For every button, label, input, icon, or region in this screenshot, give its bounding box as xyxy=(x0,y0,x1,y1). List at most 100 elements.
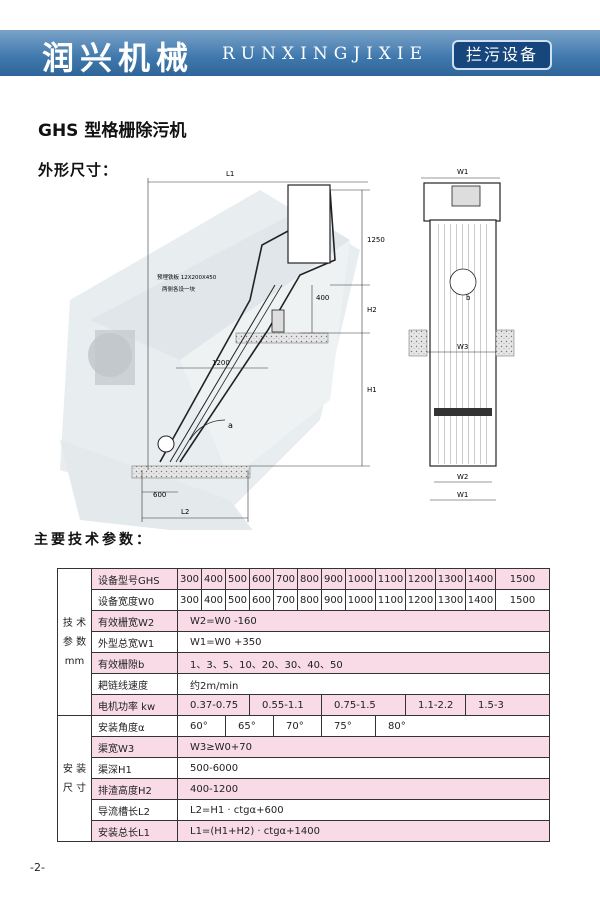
table-row-label: 电机功率 kw xyxy=(91,694,178,716)
table-row-label: 设备宽度W0 xyxy=(91,589,178,611)
ground-upper xyxy=(235,332,329,344)
table-cell: 300 xyxy=(177,568,202,590)
table-row: 电机功率 kw 0.37-0.75 0.55-1.1 0.75-1.5 1.1-… xyxy=(58,694,550,716)
table-row: 有效栅宽W2 W2=W0 -160 xyxy=(58,610,550,632)
table-cell: 1300 xyxy=(435,568,466,590)
table-cell: 65° xyxy=(225,715,274,737)
table-row-label: 有效栅宽W2 xyxy=(91,610,178,632)
table-cell: 600 xyxy=(249,568,274,590)
table-row-label: 设备型号GHS xyxy=(91,568,178,590)
document-title: GHS 型格栅除污机 xyxy=(38,121,187,141)
table-cell: W1=W0 +350 xyxy=(177,631,550,653)
svg-text:a: a xyxy=(228,421,233,430)
page-number: -2- xyxy=(30,861,45,874)
table-cell: 1500 xyxy=(495,568,550,590)
svg-text:H2: H2 xyxy=(367,306,377,314)
table-row: 渠宽W3 W3≥W0+70 xyxy=(58,736,550,758)
table-cell: 700 xyxy=(273,568,298,590)
svg-text:600: 600 xyxy=(153,491,166,499)
table-cell: 400 xyxy=(201,568,226,590)
table-cell: 900 xyxy=(321,589,346,611)
table-row: 耙链线速度 约2m/min xyxy=(58,673,550,695)
category-badge: 拦污设备 xyxy=(452,40,552,70)
table-cell: 900 xyxy=(321,568,346,590)
table-cell: 700 xyxy=(273,589,298,611)
table-cell: 1000 xyxy=(345,568,376,590)
svg-text:W2: W2 xyxy=(457,473,468,481)
table-row-label: 有效栅隙b xyxy=(91,652,178,674)
table-cell: 75° xyxy=(321,715,376,737)
table-cell: W2=W0 -160 xyxy=(177,610,550,632)
table-cell: L1=(H1+H2) · ctgα+1400 xyxy=(177,820,550,842)
svg-text:W1: W1 xyxy=(457,491,468,499)
table-cell: 0.37-0.75 xyxy=(177,694,250,716)
technical-drawing: a L1 1250 400 H2 H1 1200 600 L2 预埋铁板 12X… xyxy=(60,168,515,530)
section-heading-dimensions: 外形尺寸： xyxy=(38,161,119,179)
table-cell: 1200 xyxy=(405,568,436,590)
table-cell: 300 xyxy=(177,589,202,611)
table-row-label: 外型总宽W1 xyxy=(91,631,178,653)
table-cell: 1400 xyxy=(465,589,496,611)
table-cell: 0.75-1.5 xyxy=(321,694,406,716)
header-band: 润兴机械 RUNXINGJIXIE 拦污设备 xyxy=(0,30,600,77)
svg-text:L2: L2 xyxy=(181,508,189,516)
table-row-label: 安装总长L1 xyxy=(91,820,178,842)
svg-text:L1: L1 xyxy=(226,170,234,178)
table-cell: 80° xyxy=(375,715,550,737)
company-name-en: RUNXINGJIXIE xyxy=(222,44,429,64)
table-cell: L2=H1 · ctgα+600 xyxy=(177,799,550,821)
table-cell: 800 xyxy=(297,568,322,590)
table-row: 安装总长L1 L1=(H1+H2) · ctgα+1400 xyxy=(58,820,550,842)
table-row: 安 装 尺 寸 安装角度α 60° 65° 70° 75° 80° xyxy=(57,715,550,842)
table-row: 排渣高度H2 400-1200 xyxy=(58,778,550,800)
table-row: 导流槽长L2 L2=H1 · ctgα+600 xyxy=(58,799,550,821)
group-label-installation: 安 装 尺 寸 xyxy=(57,715,92,842)
table-cell: 500-6000 xyxy=(177,757,550,779)
table-cell: 500 xyxy=(225,589,250,611)
table-row-label: 排渣高度H2 xyxy=(91,778,178,800)
table-cell: 约2m/min xyxy=(177,673,550,695)
table-cell: 400 xyxy=(201,589,226,611)
front-view: W1 W3 W2 W1 b xyxy=(408,168,515,501)
table-cell: 1.1-2.2 xyxy=(405,694,466,716)
table-row: 外型总宽W1 W1=W0 +350 xyxy=(58,631,550,653)
svg-text:H1: H1 xyxy=(367,386,377,394)
table-cell: 500 xyxy=(225,568,250,590)
table-cell: 1100 xyxy=(375,589,406,611)
svg-text:1200: 1200 xyxy=(212,359,230,367)
table-cell: 1500 xyxy=(495,589,550,611)
table-cell: 400-1200 xyxy=(177,778,550,800)
ground-lower xyxy=(131,465,251,479)
svg-text:W1: W1 xyxy=(457,168,468,176)
table-cell: 1000 xyxy=(345,589,376,611)
table-row-label: 耙链线速度 xyxy=(91,673,178,695)
svg-text:b: b xyxy=(466,294,471,302)
table-cell: 800 xyxy=(297,589,322,611)
svg-text:1250: 1250 xyxy=(367,236,385,244)
section-heading-parameters: 主要技术参数： xyxy=(34,532,153,548)
svg-text:预埋铁板 12X200X450: 预埋铁板 12X200X450 xyxy=(157,273,217,281)
table-row: 有效栅隙b 1、3、5、10、20、30、40、50 xyxy=(58,652,550,674)
table-cell: 1、3、5、10、20、30、40、50 xyxy=(177,652,550,674)
table-cell: 1100 xyxy=(375,568,406,590)
table-cell: 1300 xyxy=(435,589,466,611)
svg-text:两侧各设一块: 两侧各设一块 xyxy=(162,285,196,293)
table-cell: W3≥W0+70 xyxy=(177,736,550,758)
table-cell: 60° xyxy=(177,715,226,737)
table-cell: 70° xyxy=(273,715,322,737)
table-row-label: 安装角度α xyxy=(91,715,178,737)
svg-text:W3: W3 xyxy=(457,343,468,351)
svg-text:400: 400 xyxy=(316,294,329,302)
table-cell: 600 xyxy=(249,589,274,611)
table-cell: 1.5-3 xyxy=(465,694,550,716)
table-cell: 1400 xyxy=(465,568,496,590)
table-row-label: 渠深H1 xyxy=(91,757,178,779)
group-label-technical: 技 术 参 数 mm xyxy=(57,568,92,716)
table-row-label: 导流槽长L2 xyxy=(91,799,178,821)
table-cell: 1200 xyxy=(405,589,436,611)
table-row: 渠深H1 500-6000 xyxy=(58,757,550,779)
table-cell: 0.55-1.1 xyxy=(249,694,322,716)
